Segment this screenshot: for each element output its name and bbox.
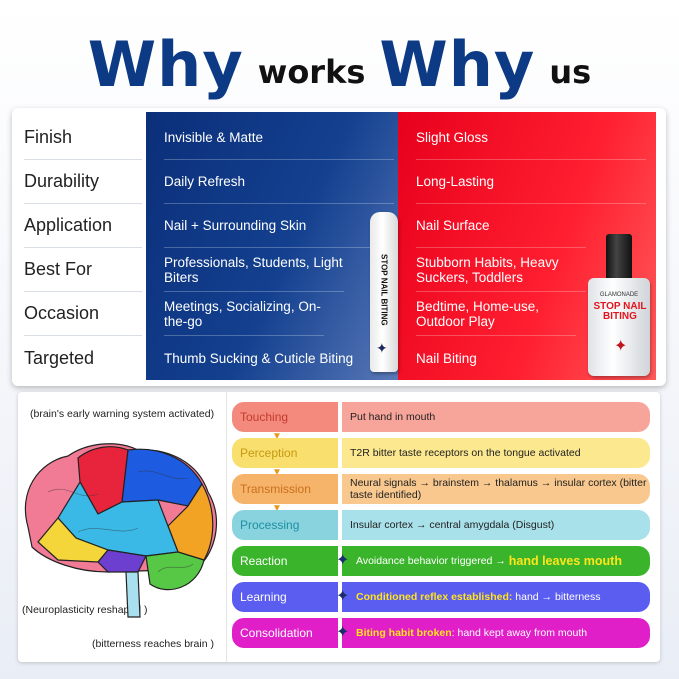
step-label-reaction: Reaction bbox=[232, 546, 338, 576]
step-label-transmission: Transmission bbox=[232, 474, 338, 504]
polish-targeted: Nail Biting bbox=[416, 350, 477, 366]
step-touching: Touching Put hand in mouth bbox=[232, 402, 650, 432]
row-label-occasion: Occasion bbox=[24, 292, 142, 336]
step-desc-consolidation: Biting habit broken : hand kept away fro… bbox=[342, 618, 650, 648]
learning-highlight: Conditioned reflex established: bbox=[356, 591, 513, 603]
sparkle-icon: ✦ bbox=[336, 552, 350, 569]
step-desc-transmission: Neural signals → brainstem → thalamus → … bbox=[342, 474, 650, 504]
step-label-consolidation: Consolidation bbox=[232, 618, 338, 648]
arrow-down-icon: ▼ bbox=[272, 431, 282, 442]
page-title: Why works Why us bbox=[0, 16, 679, 96]
step-desc-touching: Put hand in mouth bbox=[342, 402, 650, 432]
comparison-row-labels: Finish Durability Application Best For O… bbox=[12, 108, 146, 386]
step-label-touching: Touching bbox=[232, 402, 338, 432]
row-label-targeted: Targeted bbox=[24, 347, 95, 368]
star-icon: ✦ bbox=[614, 338, 628, 355]
bottle-brand: GLAMONADE bbox=[599, 292, 639, 298]
note-warning-system: (brain's early warning system activated) bbox=[30, 408, 215, 420]
step-transmission: Transmission Neural signals → brainstem … bbox=[232, 474, 650, 504]
row-label-application: Application bbox=[24, 204, 142, 248]
learning-text: hand → bitterness bbox=[515, 591, 601, 603]
polish-application: Nail Surface bbox=[416, 204, 586, 248]
note-neuroplasticity: (Neuroplasticity reshaped ) bbox=[22, 604, 148, 616]
pen-durability: Daily Refresh bbox=[164, 160, 394, 204]
panel-divider bbox=[226, 392, 227, 662]
step-consolidation: Consolidation Biting habit broken : hand… bbox=[232, 618, 650, 648]
step-label-perception: Perception bbox=[232, 438, 338, 468]
reaction-highlight: hand leaves mouth bbox=[508, 554, 622, 568]
pen-column: Invisible & Matte Daily Refresh Nail + S… bbox=[146, 112, 398, 380]
pen-product-image: STOP NAIL BITING ✦ bbox=[370, 212, 398, 372]
step-label-processing: Processing bbox=[232, 510, 338, 540]
consolidation-highlight: Biting habit broken bbox=[356, 627, 452, 639]
arrow-down-icon: ▼ bbox=[272, 503, 282, 514]
polish-finish: Slight Gloss bbox=[416, 116, 646, 160]
title-why-2: Why bbox=[379, 28, 536, 101]
step-perception: Perception T2R bitter taste receptors on… bbox=[232, 438, 650, 468]
step-desc-learning: Conditioned reflex established: hand → b… bbox=[342, 582, 650, 612]
step-processing: Processing Insular cortex → central amyg… bbox=[232, 510, 650, 540]
polish-occasion: Bedtime, Home-use, Outdoor Play bbox=[416, 292, 576, 336]
process-panel: (brain's early warning system activated)… bbox=[18, 392, 660, 662]
arrow-down-icon: ▼ bbox=[272, 467, 282, 478]
step-desc-perception: T2R bitter taste receptors on the tongue… bbox=[342, 438, 650, 468]
row-label-finish: Finish bbox=[24, 116, 142, 160]
bottle-cap bbox=[606, 234, 632, 280]
sparkle-icon: ✦ bbox=[336, 624, 350, 641]
consolidation-text: : hand kept away from mouth bbox=[451, 627, 588, 639]
row-label-durability: Durability bbox=[24, 160, 142, 204]
step-desc-reaction: Avoidance behavior triggered → hand leav… bbox=[342, 546, 650, 576]
pen-finish: Invisible & Matte bbox=[164, 116, 394, 160]
comparison-panel: Finish Durability Application Best For O… bbox=[12, 108, 666, 386]
bottle-label: STOP NAIL BITING bbox=[593, 301, 647, 322]
step-learning: Learning Conditioned reflex established:… bbox=[232, 582, 650, 612]
title-why-1: Why bbox=[87, 28, 244, 101]
polish-best-for: Stubborn Habits, Heavy Suckers, Toddlers bbox=[416, 248, 586, 292]
polish-durability: Long-Lasting bbox=[416, 160, 646, 204]
pen-application: Nail + Surrounding Skin bbox=[164, 204, 394, 248]
pen-occasion: Meetings, Socializing, On-the-go bbox=[164, 292, 324, 336]
pen-best-for: Professionals, Students, Light Biters bbox=[164, 248, 344, 292]
pen-product-label: STOP NAIL BITING bbox=[379, 254, 389, 326]
brain-illustration bbox=[24, 443, 217, 618]
title-us: us bbox=[549, 53, 592, 91]
step-label-learning: Learning bbox=[232, 582, 338, 612]
bottle-product-image: GLAMONADE STOP NAIL BITING ✦ bbox=[588, 278, 650, 376]
step-reaction: Reaction Avoidance behavior triggered → … bbox=[232, 546, 650, 576]
pen-targeted: Thumb Sucking & Cuticle Biting bbox=[164, 350, 354, 366]
note-bitterness: (bitterness reaches brain ) bbox=[92, 638, 214, 650]
star-icon: ✦ bbox=[376, 340, 388, 356]
row-label-best-for: Best For bbox=[24, 248, 142, 292]
step-desc-processing: Insular cortex → central amygdala (Disgu… bbox=[342, 510, 650, 540]
reaction-text: Avoidance behavior triggered → bbox=[356, 555, 506, 567]
title-works: works bbox=[257, 53, 366, 91]
sparkle-icon: ✦ bbox=[336, 588, 350, 605]
